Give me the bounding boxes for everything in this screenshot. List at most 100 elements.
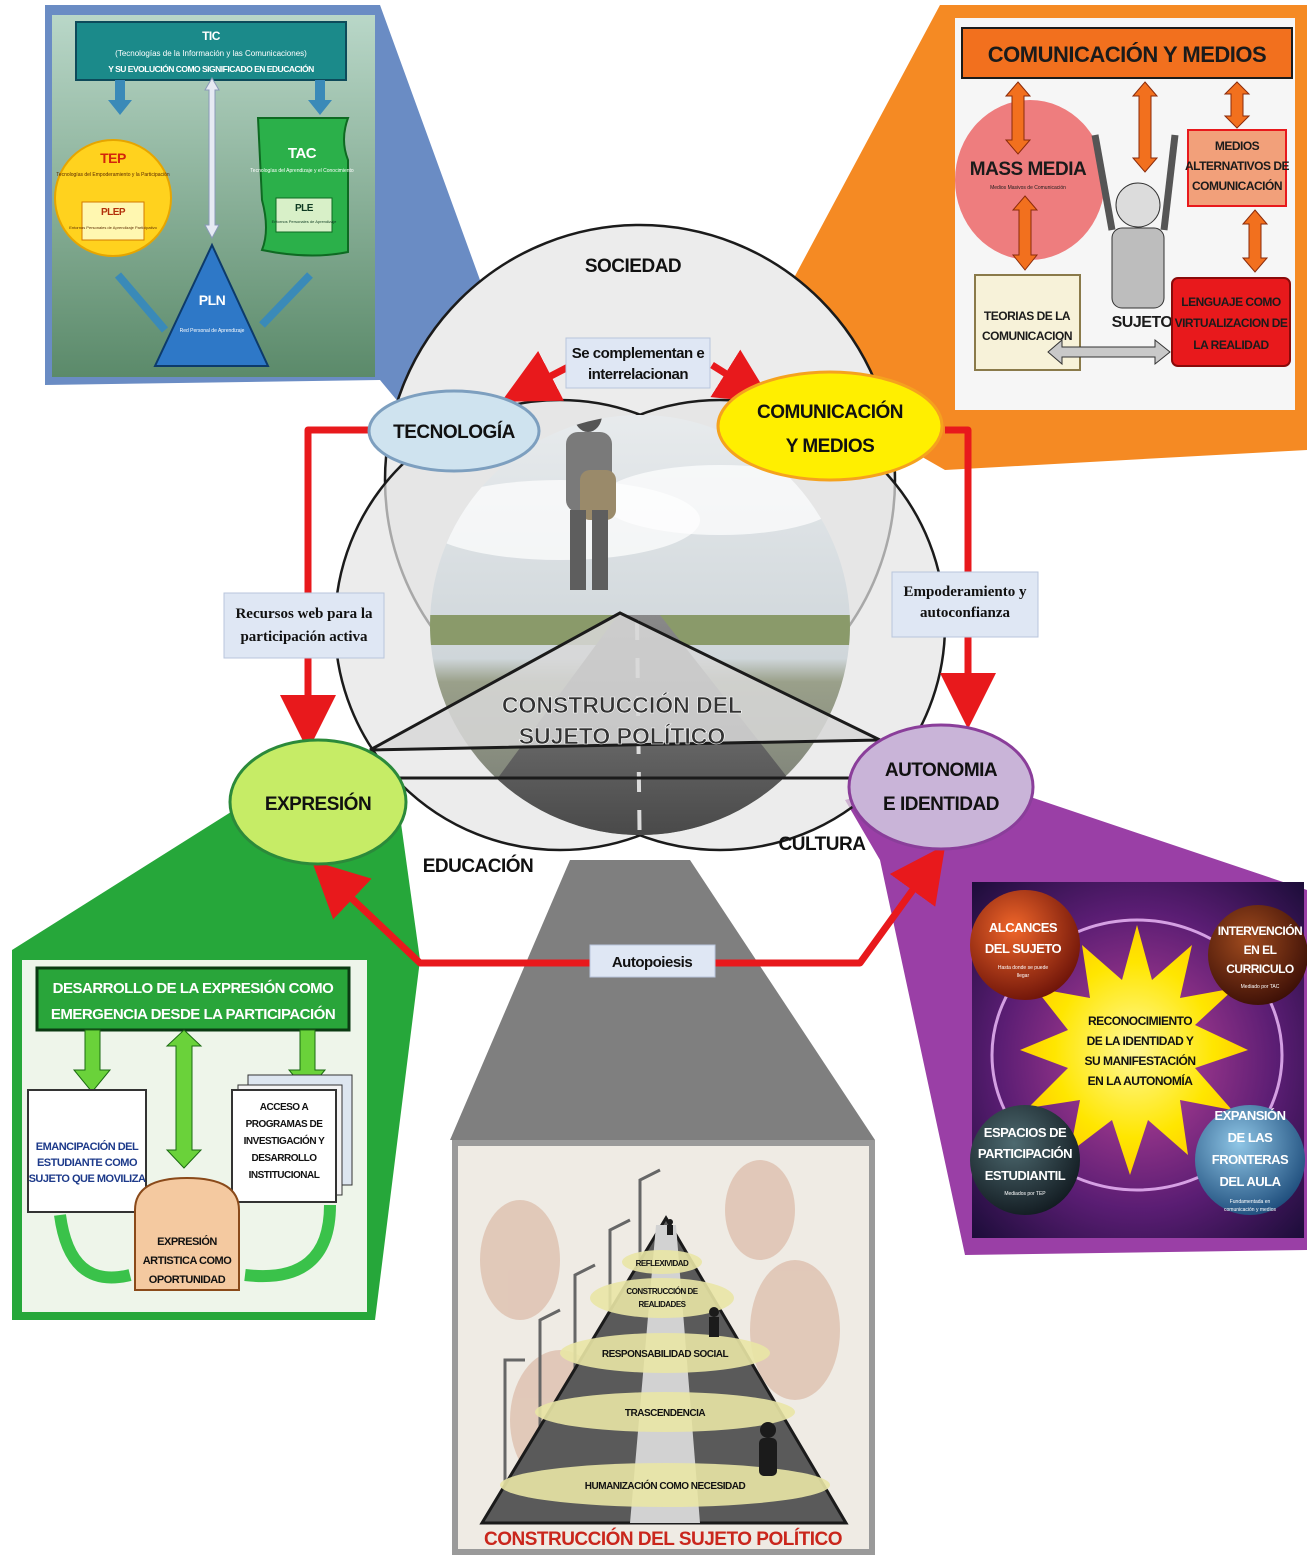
node-comunicacion: COMUNICACIÓN Y MEDIOS <box>716 370 944 482</box>
person-icon <box>1115 182 1161 228</box>
com-teorias-line2: COMUNICACION <box>982 329 1072 343</box>
node-comunicacion-line1: COMUNICACIÓN <box>757 401 903 423</box>
pyr-level-1: REFLEXIVIDAD <box>636 1259 689 1268</box>
label-cultura: CULTURA <box>779 834 867 855</box>
node-tecnologia: TECNOLOGÍA <box>367 389 541 473</box>
sun-shape <box>1020 925 1248 1175</box>
aut-br-line2: DE LAS <box>1228 1130 1274 1145</box>
panel-autonomia: RECONOCIMIENTO DE LA IDENTIDAD Y SU MANI… <box>970 882 1307 1238</box>
exp-header-line1: DESARROLLO DE LA EXPRESIÓN COMO <box>53 979 334 997</box>
gray-wedge <box>450 860 875 1140</box>
tac-sub: Tecnologías del Aprendizaje y el Conocim… <box>250 168 354 174</box>
plep-sub: Entornos Personales de Aprendizaje Parti… <box>69 225 157 230</box>
aut-tr-line2: EN EL <box>1244 943 1277 957</box>
center-title-line2: SUJETO POLÍTICO <box>519 722 726 749</box>
exp-bottom-line3: OPORTUNIDAD <box>149 1274 226 1286</box>
com-alt-line3: COMUNICACIÓN <box>1192 178 1282 193</box>
link-right-line2: autoconfianza <box>920 605 1011 621</box>
tep-sub: Tecnologías del Empoderamiento y la Part… <box>56 172 170 178</box>
exp-bottom-line1: EXPRESIÓN <box>157 1235 217 1248</box>
arrow-to-tecnologia <box>501 351 574 402</box>
tic-header-line2: (Tecnologías de la Información y las Com… <box>115 49 307 58</box>
pln-triangle <box>153 242 270 367</box>
center-triangle <box>369 611 881 752</box>
exp-right-line3: INVESTIGACIÓN Y <box>244 1134 325 1147</box>
aut-center-line3: SU MANIFESTACIÓN <box>1084 1053 1195 1068</box>
exp-left-line1: EMANCIPACIÓN DEL <box>36 1140 139 1153</box>
plep-title: PLEP <box>101 207 126 218</box>
aut-center-line1: RECONOCIMIENTO <box>1088 1014 1192 1028</box>
com-teorias-line1: TEORIAS DE LA <box>984 309 1071 323</box>
pyr-footer: CONSTRUCCIÓN DEL SUJETO POLÍTICO <box>484 1528 842 1550</box>
aut-center-line2: DE LA IDENTIDAD Y <box>1087 1034 1194 1048</box>
ple-title: PLE <box>295 203 314 214</box>
com-header: COMUNICACIÓN Y MEDIOS <box>988 42 1266 67</box>
exp-right-line2: PROGRAMAS DE <box>246 1119 324 1130</box>
tic-header-line1: TIC <box>202 29 221 43</box>
link-bottom: Autopoiesis <box>589 944 716 978</box>
pyr-level-3: RESPONSABILIDAD SOCIAL <box>602 1349 729 1360</box>
com-lenguaje-line2: VIRTUALIZACION DE <box>1175 316 1288 330</box>
pln-title: PLN <box>199 292 226 308</box>
panel-expresion: DESARROLLO DE LA EXPRESIÓN COMO EMERGENC… <box>22 960 367 1312</box>
aut-bl-line2: PARTICIPACIÓN <box>978 1146 1072 1161</box>
com-lenguaje-line3: LA REALIDAD <box>1193 338 1269 352</box>
link-left: Recursos web para la participación activ… <box>223 592 385 659</box>
arrow-bottom-to-autonomia <box>715 844 946 967</box>
aut-tl-line1: ALCANCES <box>989 920 1058 935</box>
link-left-line1: Recursos web para la <box>235 606 373 622</box>
node-tecnologia-label: TECNOLOGÍA <box>393 421 515 443</box>
panel-comunicacion: COMUNICACIÓN Y MEDIOS MASS MEDIA Medios … <box>955 18 1295 410</box>
panel-pyramid: REFLEXIVIDAD CONSTRUCCIÓN DE REALIDADES … <box>452 1140 875 1555</box>
label-sociedad: SOCIEDAD <box>585 256 681 277</box>
aut-br-line1: EXPANSIÓN <box>1214 1108 1285 1123</box>
aut-tr-line1: INTERVENCIÓN <box>1218 923 1302 938</box>
pyr-level-2a: CONSTRUCCIÓN DE <box>626 1287 698 1296</box>
arrow-right-loop <box>940 426 996 729</box>
exp-right-line5: INSTITUCIONAL <box>249 1170 320 1181</box>
tac-title: TAC <box>288 145 317 162</box>
venn-diagram: SOCIEDAD EDUCACIÓN CULTURA CONSTRUCCIÓN … <box>333 223 947 877</box>
link-top: Se complementan e interrelacionan <box>565 337 711 389</box>
aut-bl-sub: Mediados por TEP <box>1004 1191 1046 1197</box>
aut-tr-line3: CURRICULO <box>1226 962 1294 976</box>
com-mass-media-sub: Medios Masivos de Comunicación <box>990 185 1066 191</box>
aut-br-sub1: Fundamentada en <box>1230 1199 1271 1205</box>
node-expresion-label: EXPRESIÓN <box>265 793 371 815</box>
node-autonomia: AUTONOMIA E IDENTIDAD <box>847 723 1035 851</box>
com-alt-line1: MEDIOS <box>1215 139 1260 153</box>
link-right-line1: Empoderamiento y <box>904 584 1027 600</box>
link-right: Empoderamiento y autoconfianza <box>891 571 1039 638</box>
center-title-line1: CONSTRUCCIÓN DEL <box>502 691 742 718</box>
pyr-level-5: HUMANIZACIÓN COMO NECESIDAD <box>585 1479 746 1492</box>
node-autonomia-line1: AUTONOMIA <box>885 760 998 781</box>
aut-tl-sub2: llegar <box>1017 973 1030 979</box>
exp-header-line2: EMERGENCIA DESDE LA PARTICIPACIÓN <box>51 1005 335 1023</box>
link-left-line2: participación activa <box>240 629 368 645</box>
pyr-level-2b: REALIDADES <box>638 1300 686 1309</box>
node-expresion: EXPRESIÓN <box>228 738 408 866</box>
com-alt-line2: ALTERNATIVOS DE <box>1185 159 1290 173</box>
aut-center-line4: EN LA AUTONOMÍA <box>1088 1073 1194 1088</box>
link-top-line1: Se complementan e <box>572 345 705 362</box>
node-autonomia-line2: E IDENTIDAD <box>883 794 999 815</box>
pln-sub: Red Personal de Aprendizaje <box>180 328 245 334</box>
com-lenguaje-line1: LENGUAJE COMO <box>1181 295 1281 309</box>
exp-right-line4: DESARROLLO <box>252 1153 318 1164</box>
tic-header-line3: Y SU EVOLUCIÓN COMO SIGNIFICADO EN EDUCA… <box>108 63 314 74</box>
link-top-line2: interrelacionan <box>588 366 688 383</box>
aut-bl-line1: ESPACIOS DE <box>984 1125 1067 1140</box>
panel-tic: TIC (Tecnologías de la Información y las… <box>52 15 375 377</box>
aut-bl-line3: ESTUDIANTIL <box>985 1168 1066 1183</box>
node-comunicacion-line2: Y MEDIOS <box>786 436 875 457</box>
aut-tr-sub: Mediado por TAC <box>1241 984 1280 990</box>
pyr-level-4: TRASCENDENCIA <box>625 1408 705 1419</box>
link-bottom-label: Autopoiesis <box>612 954 692 971</box>
aut-br-line3: FRONTERAS <box>1212 1152 1289 1167</box>
exp-left-line2: ESTUDIANTE COMO <box>37 1157 138 1169</box>
tac-scroll <box>256 117 350 257</box>
aut-br-line4: DEL AULA <box>1220 1174 1282 1189</box>
ple-sub: Entornos Personales de Aprendizaje <box>272 219 337 224</box>
